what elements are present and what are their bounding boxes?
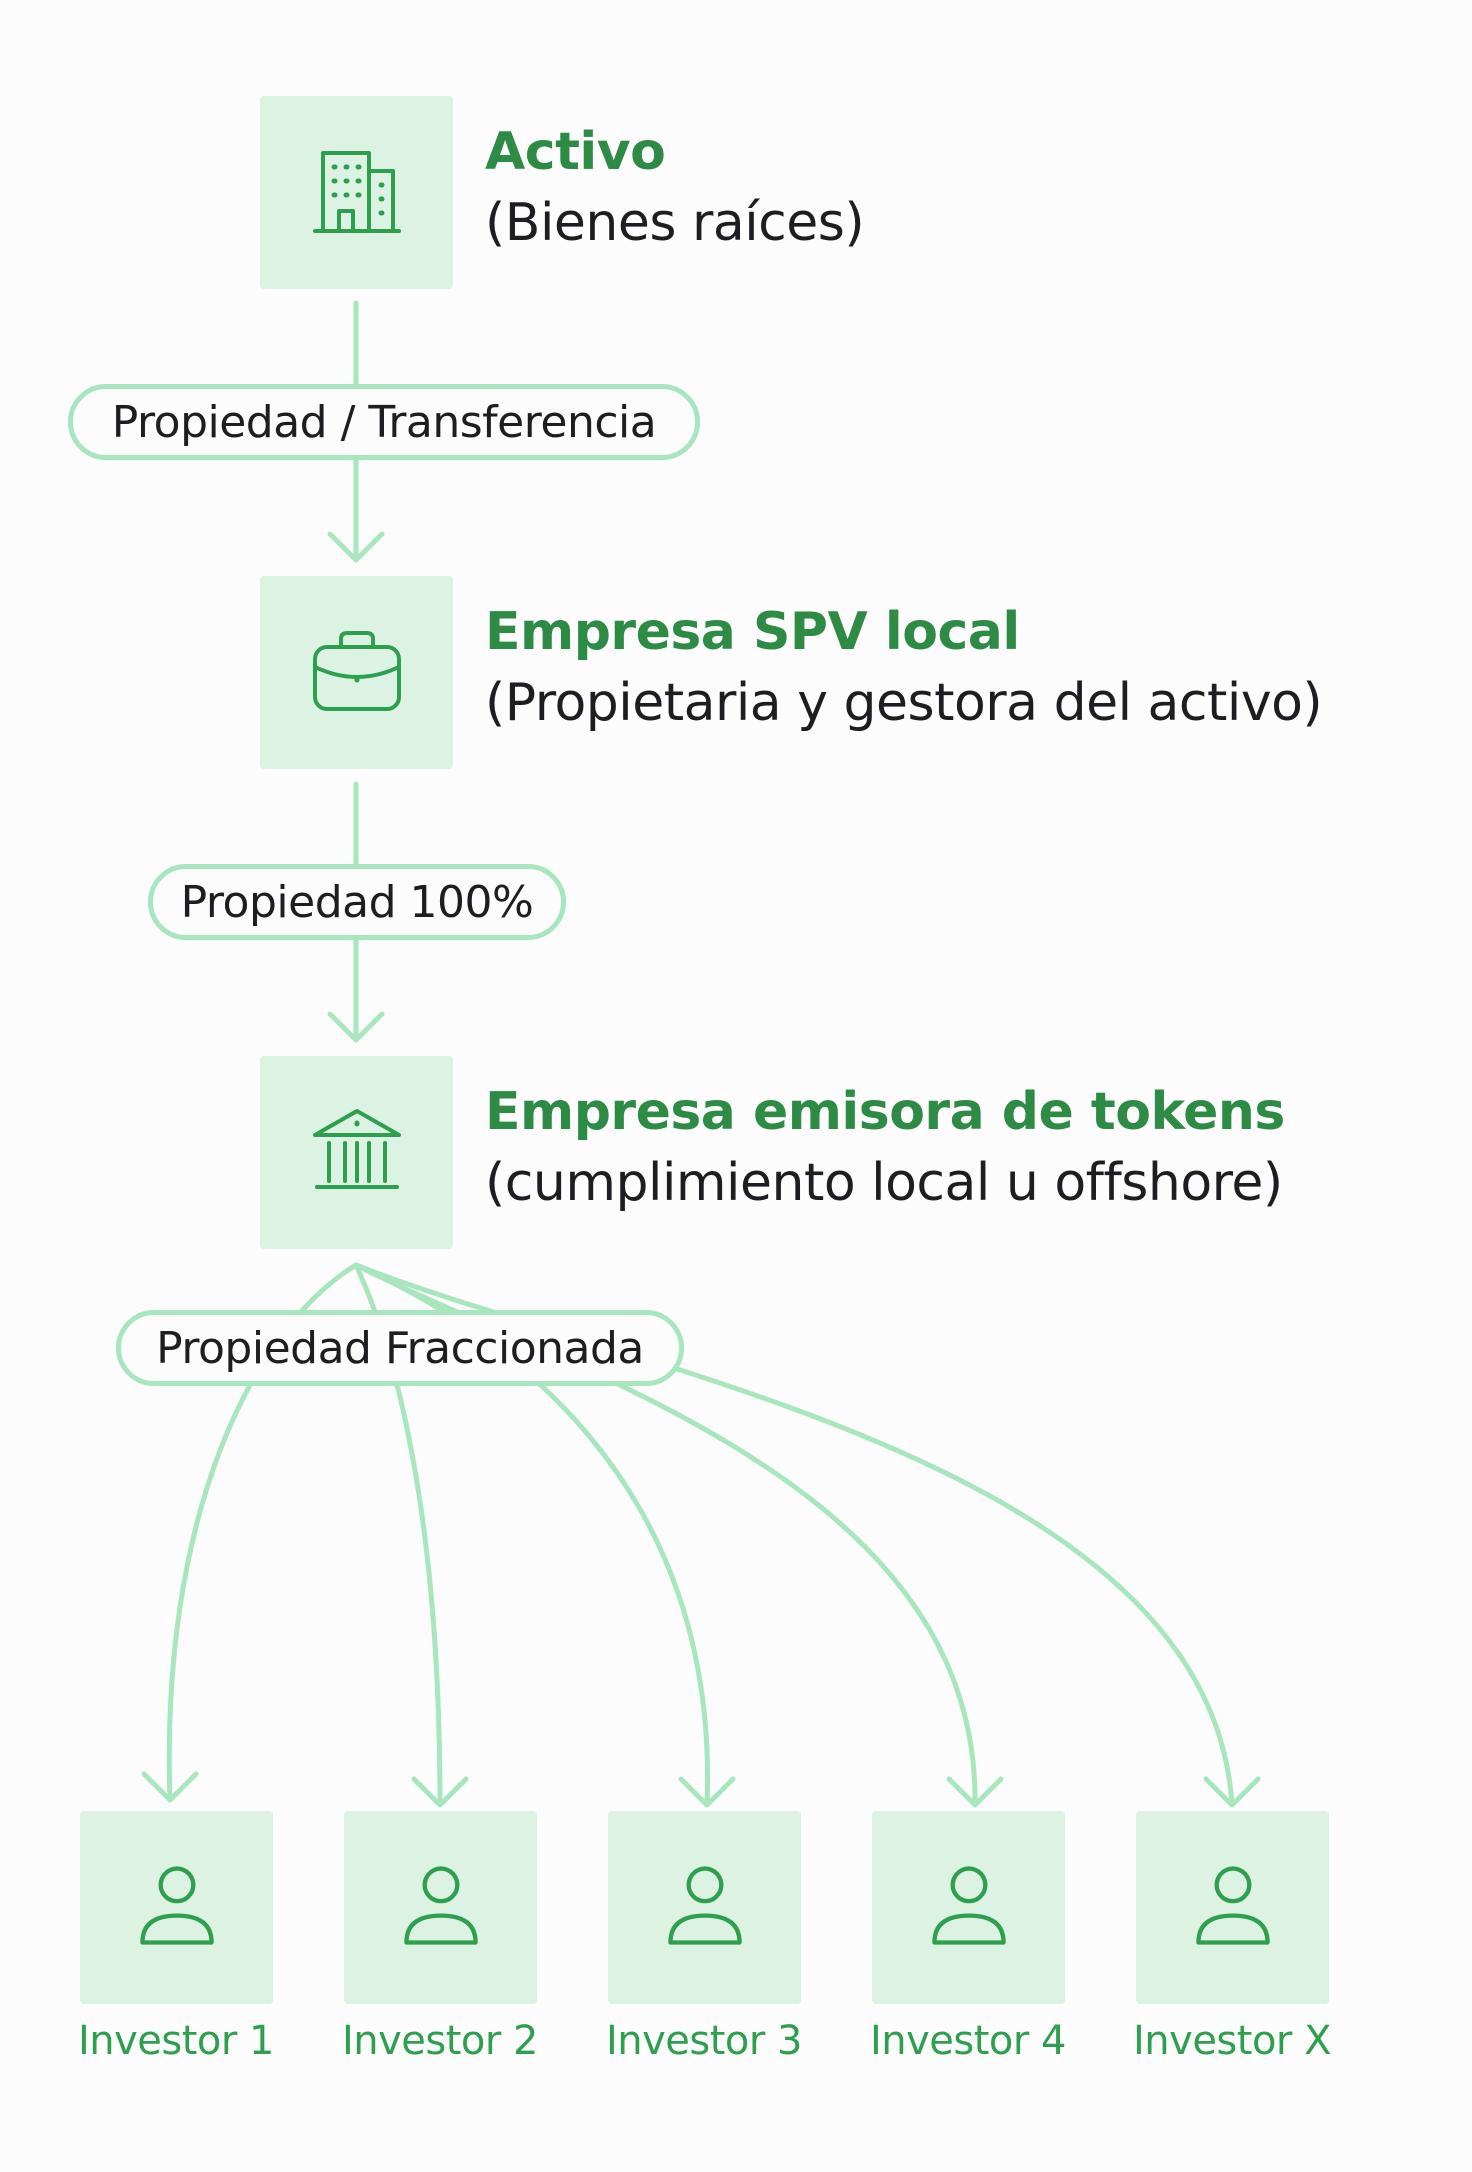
user-icon: [657, 1858, 753, 1958]
investor-4-box: [872, 1811, 1065, 2004]
edge-label-propiedad-transferencia: Propiedad / Transferencia: [68, 384, 700, 460]
node-activo-subtitle: (Bienes raíces): [485, 193, 865, 253]
investor-3-label: Investor 3: [605, 2018, 803, 2064]
investor-4-label: Investor 4: [869, 2018, 1067, 2064]
investor-2-box: [344, 1811, 537, 2004]
connector-investor-1: [166, 1262, 359, 1803]
edge-label-propiedad-100: Propiedad 100%: [148, 864, 566, 940]
investor-x-box: [1136, 1811, 1329, 2004]
arrowhead-investor-2: [411, 1776, 469, 1808]
bank-icon: [307, 1101, 407, 1205]
node-emisora-box: [260, 1056, 453, 1249]
node-emisora-subtitle: (cumplimiento local u offshore): [485, 1153, 1283, 1213]
node-spv-subtitle: (Propietaria y gestora del activo): [485, 673, 1323, 733]
edge-label-propiedad-fraccionada: Propiedad Fraccionada: [116, 1310, 684, 1386]
user-icon: [393, 1858, 489, 1958]
node-activo-title: Activo: [485, 122, 666, 182]
arrowhead-spv-emisora: [327, 1011, 385, 1043]
node-spv-title: Empresa SPV local: [485, 602, 1020, 662]
building-icon: [307, 141, 407, 245]
investor-3-box: [608, 1811, 801, 2004]
node-spv-box: [260, 576, 453, 769]
investor-1-box: [80, 1811, 273, 2004]
investor-x-label: Investor X: [1133, 2018, 1332, 2064]
connector-investor-2: [353, 1262, 443, 1808]
arrowhead-investor-1: [141, 1771, 199, 1803]
briefcase-icon: [307, 621, 407, 725]
user-icon: [921, 1858, 1017, 1958]
arrowhead-investor-4: [946, 1776, 1004, 1808]
arrowhead-investor-x: [1203, 1776, 1261, 1808]
arrowhead-activo-spv: [327, 531, 385, 563]
investor-1-label: Investor 1: [77, 2018, 275, 2064]
user-icon: [1185, 1858, 1281, 1958]
investor-2-label: Investor 2: [341, 2018, 539, 2064]
arrowhead-investor-3: [678, 1776, 736, 1808]
node-activo-box: [260, 96, 453, 289]
node-emisora-title: Empresa emisora de tokens: [485, 1082, 1285, 1142]
user-icon: [129, 1858, 225, 1958]
